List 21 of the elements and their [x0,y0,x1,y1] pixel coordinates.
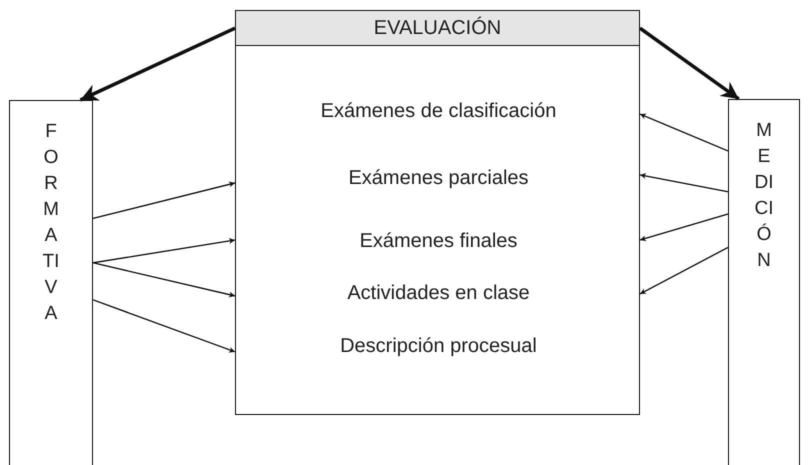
vertical-label-box [9,100,93,465]
arrow [640,213,728,242]
arrow [640,246,728,294]
arrow [92,238,236,264]
vertical-label: MEDICIÓN [754,119,774,274]
arrow [92,181,236,220]
arrow [640,113,728,152]
list-item-text: Descripción procesual [340,334,537,358]
arrow [638,26,740,100]
arrow [640,173,728,192]
evaluation-box [235,10,640,415]
list-item-text: Exámenes de clasificación [320,100,556,122]
arrow [92,299,236,353]
list-item-text: Actividades en clase [347,282,530,304]
vertical-label-box [728,99,800,465]
arrow [92,262,236,298]
vertical-label: FORMATIVA [42,120,60,326]
heading: EVALUACIÓN [374,16,502,40]
list-item-text: Exámenes finales [360,230,518,252]
list-item-text: Exámenes parciales [348,166,529,190]
arrow [80,26,236,102]
